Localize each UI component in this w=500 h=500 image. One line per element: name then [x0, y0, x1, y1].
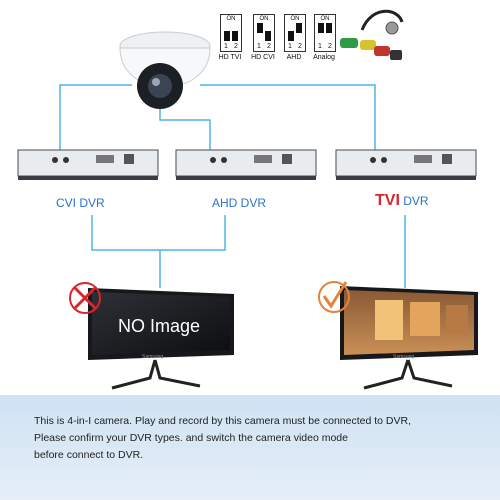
- right-monitor: [340, 286, 478, 390]
- switch-knob-2: [265, 31, 271, 41]
- dvr-ahd-unit: [175, 149, 317, 180]
- caption-panel: This is 4-in-I camera. Play and record b…: [0, 395, 500, 500]
- green-connector-icon: [340, 38, 358, 48]
- left-monitor: [88, 288, 234, 390]
- cable-camera-to-cvi: [59, 84, 132, 160]
- switch-knob-2: [232, 31, 238, 41]
- mode-label-analog: Analog: [313, 54, 335, 61]
- cable-dvrs-to-left-monitor: [91, 215, 226, 251]
- black-connector-icon: [390, 50, 402, 60]
- switch-knob-1: [318, 23, 324, 33]
- dvr-label-cvi: CVI DVR: [56, 196, 105, 210]
- dvr-label-tvi: TVI DVR: [375, 192, 429, 209]
- switch-knob-2: [326, 23, 332, 33]
- switch-knob-1: [257, 23, 263, 33]
- dvr-tvi-unit: [335, 149, 477, 180]
- cross-icon: [69, 282, 101, 314]
- no-image-text: NO Image: [118, 316, 201, 336]
- pigtail-connector-icon: [385, 21, 399, 35]
- dvr-label-ahd: AHD DVR: [212, 196, 267, 210]
- red-connector-icon: [374, 46, 390, 56]
- caption-line-1: This is 4-in-I camera. Play and record b…: [34, 415, 411, 427]
- check-icon: [318, 281, 350, 313]
- cable-camera-to-ahd: [159, 108, 211, 160]
- monitor-brand-left: Samsung: [142, 354, 164, 360]
- yellow-connector-icon: [360, 40, 376, 50]
- mode-label-ahd: AHD: [286, 54, 302, 61]
- mode-label-hd-tvi: HD TVI: [218, 54, 242, 61]
- caption-line-3: before connect to DVR.: [34, 449, 144, 461]
- cable-camera-to-tvi: [200, 84, 376, 160]
- switch-knob-2: [296, 23, 302, 33]
- monitor-brand-right: Samsung: [393, 354, 415, 360]
- switch-knob-1: [224, 31, 230, 41]
- mode-label-hd-cvi: HD CVI: [251, 54, 275, 61]
- caption-line-2: Please confirm your DVR types. and switc…: [34, 432, 348, 444]
- switch-knob-1: [288, 31, 294, 41]
- dvr-cvi-unit: [17, 149, 159, 180]
